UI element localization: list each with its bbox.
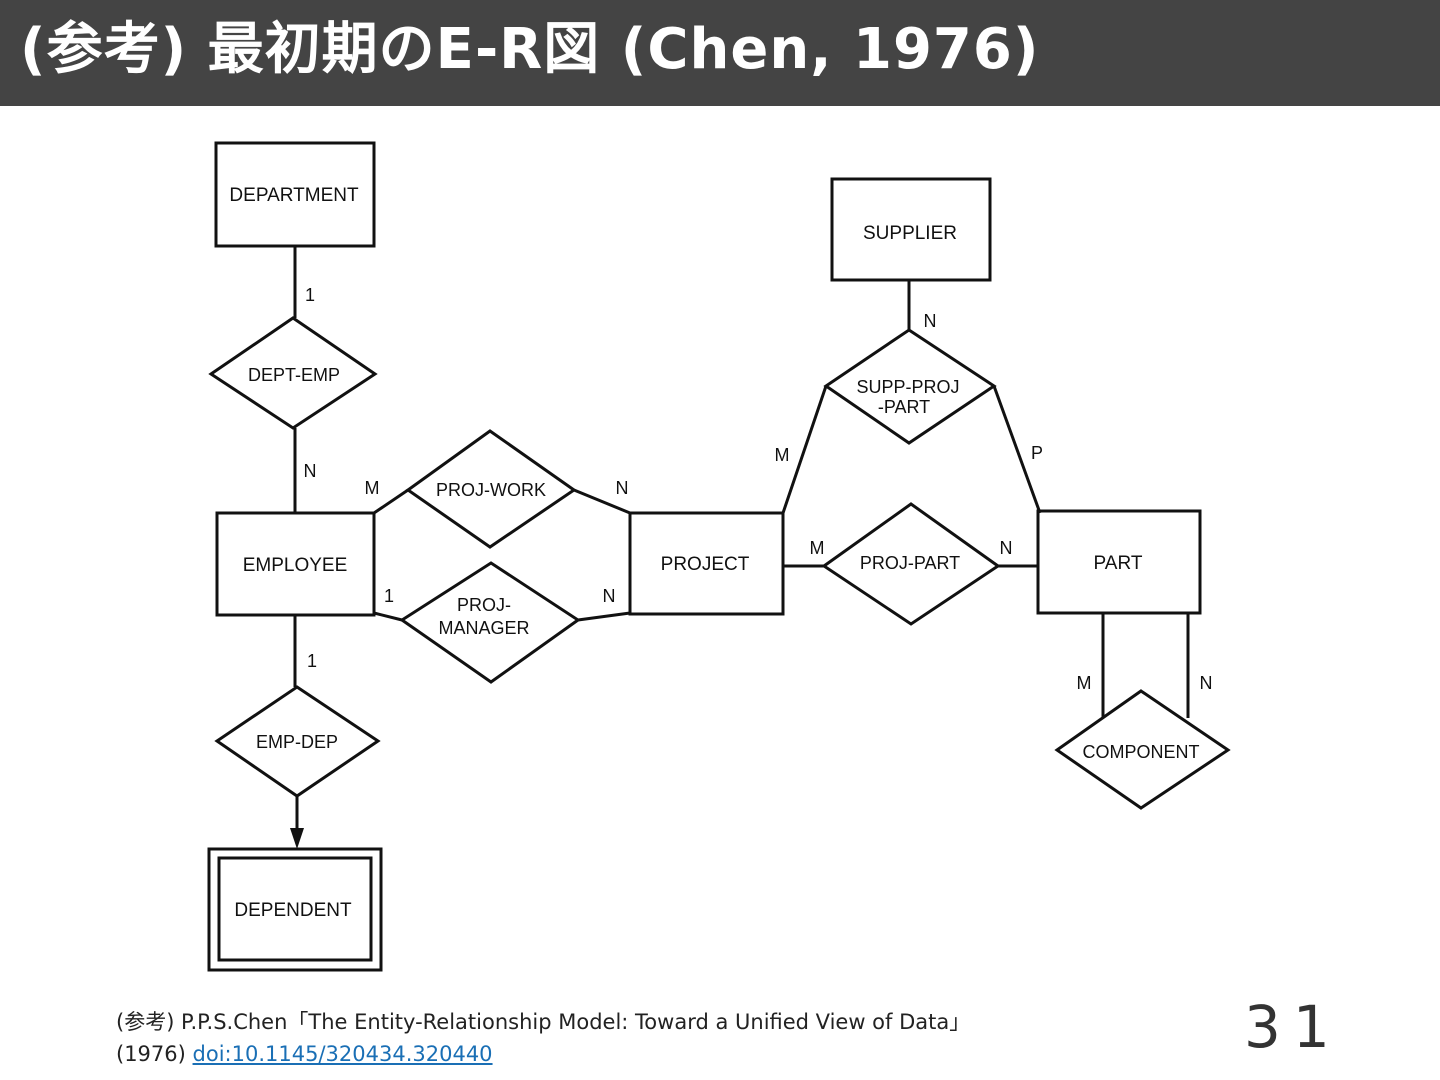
er-diagram: DEPARTMENT SUPPLIER EMPLOYEE PROJECT PAR… — [207, 141, 1231, 972]
cardinality-employee-emp-dep: 1 — [307, 651, 317, 671]
title-bar: (参考) 最初期のE-R図 (Chen, 1976) — [0, 0, 1440, 106]
footer-year-line: (1976) doi:10.1145/320434.320440 — [116, 1038, 970, 1070]
line-employee-proj-manager — [373, 611, 403, 622]
cardinality-part-component-n: N — [1200, 673, 1213, 693]
relationship-proj-manager-diamond — [399, 561, 581, 684]
entity-part-label: PART — [1094, 553, 1143, 574]
relationship-supp-proj-part-label-line2: -PART — [878, 397, 930, 417]
relationship-component-label: COMPONENT — [1083, 742, 1200, 762]
cardinality-proj-work-project: N — [616, 478, 629, 498]
relationship-proj-work-diamond — [405, 429, 577, 549]
entity-department-label: DEPARTMENT — [229, 185, 359, 206]
relationship-proj-part-diamond — [821, 502, 1001, 626]
arrowhead-to-dependent — [290, 828, 304, 849]
entity-project-label: PROJECT — [661, 554, 750, 575]
cardinality-project-proj-part: M — [810, 538, 825, 558]
cardinality-part-supp-proj-part: P — [1031, 443, 1043, 463]
entity-supplier-label: SUPPLIER — [863, 223, 957, 244]
entity-department-box — [214, 141, 376, 248]
relationship-dept-emp-label: DEPT-EMP — [248, 365, 340, 385]
relationship-component-diamond — [1054, 689, 1231, 810]
line-proj-manager-project — [577, 611, 631, 622]
entity-dependent-outer-box — [207, 847, 383, 972]
cardinality-proj-manager-project: N — [603, 586, 616, 606]
relationship-proj-manager-label-line1: PROJ- — [457, 595, 511, 615]
relationship-supp-proj-part-label-line1: SUPP-PROJ — [856, 377, 959, 397]
footer-year: (1976) — [116, 1042, 186, 1066]
cardinality-supplier-supp-proj-part: N — [924, 311, 937, 331]
entity-employee-box — [215, 511, 376, 617]
footer-citation: (参考) P.P.S.Chen「The Entity-Relationship … — [116, 1010, 971, 1034]
entity-employee-label: EMPLOYEE — [243, 555, 348, 576]
relationship-supp-proj-part-diamond — [823, 328, 997, 445]
cardinality-project-supp-proj-part: M — [775, 445, 790, 465]
doi-link[interactable]: doi:10.1145/320434.320440 — [192, 1042, 493, 1066]
relationship-proj-part-label: PROJ-PART — [860, 553, 960, 573]
line-employee-proj-work — [373, 488, 409, 515]
entity-dependent-label: DEPENDENT — [234, 900, 352, 921]
relationship-emp-dep-label: EMP-DEP — [256, 732, 338, 752]
cardinality-employee-proj-work: M — [365, 478, 380, 498]
entity-supplier-box — [830, 177, 992, 282]
entity-dependent-inner-box — [217, 856, 373, 962]
cardinality-dept-emp-employee: N — [304, 461, 317, 481]
slide-title: (参考) 最初期のE-R図 (Chen, 1976) — [20, 17, 1040, 82]
cardinality-part-proj-part: N — [1000, 538, 1013, 558]
line-part-supp-proj-part — [992, 385, 1042, 514]
relationship-proj-manager-label-line2: MANAGER — [438, 618, 529, 638]
footer-citation-block: (参考) P.P.S.Chen「The Entity-Relationship … — [116, 1006, 970, 1070]
relationship-emp-dep-diamond — [214, 685, 381, 798]
line-proj-work-project — [573, 488, 631, 515]
page-number: 31 — [1244, 993, 1342, 1061]
entity-project-box — [628, 511, 785, 616]
cardinality-part-component-m: M — [1077, 673, 1092, 693]
cardinality-department-dept-emp: 1 — [305, 285, 315, 305]
relationship-dept-emp-diamond — [208, 316, 378, 430]
line-project-supp-proj-part — [781, 385, 828, 514]
relationship-proj-work-label: PROJ-WORK — [436, 480, 546, 500]
cardinality-employee-proj-manager: 1 — [384, 586, 394, 606]
entity-part-box — [1036, 509, 1202, 615]
